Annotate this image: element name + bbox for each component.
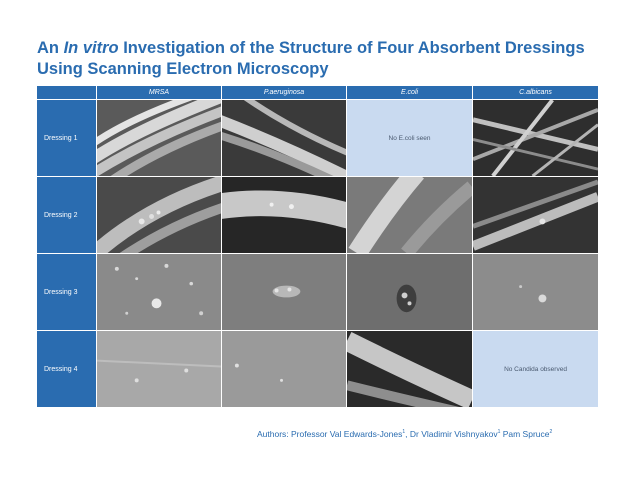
sem-image-d4-paeruginosa (222, 331, 347, 408)
note-no-candida: No Candida observed (473, 331, 599, 408)
row-label-dressing-1: Dressing 1 (37, 100, 97, 177)
authors-line: Authors: Professor Val Edwards-Jones1, D… (257, 429, 617, 439)
title-text-rest: Investigation of the Structure of Four A… (37, 39, 585, 78)
sem-image-d3-paeruginosa (222, 254, 347, 331)
author-1-affiliation: 1 (402, 429, 406, 436)
author-3: Pam Spruce (500, 429, 550, 439)
author-3-affiliation: 2 (549, 429, 553, 436)
title-text: An (37, 39, 64, 57)
note-no-ecoli: No E.coli seen (347, 100, 473, 177)
author-1: Authors: Professor Val Edwards-Jones (257, 429, 403, 439)
results-table: MRSA P.aeruginosa E.coli C.albicans Dres… (37, 86, 599, 408)
sem-image-d1-mrsa (97, 100, 222, 177)
sem-image-d3-calbicans (473, 254, 599, 331)
sem-image-d2-ecoli (347, 177, 473, 254)
sem-image-d1-paeruginosa (222, 100, 347, 177)
column-header-ecoli: E.coli (347, 86, 473, 100)
row-label-dressing-4: Dressing 4 (37, 331, 97, 408)
sem-image-d3-mrsa (97, 254, 222, 331)
title-italic-text: In vitro (63, 39, 119, 57)
author-2: , Dr Vladimir Vishnyakov (405, 429, 498, 439)
sem-image-d2-paeruginosa (222, 177, 347, 254)
column-header-calbicans: C.albicans (473, 86, 599, 100)
sem-image-d4-ecoli (347, 331, 473, 408)
page-title: An In vitro Investigation of the Structu… (37, 38, 627, 80)
row-label-dressing-3: Dressing 3 (37, 254, 97, 331)
sem-image-d2-mrsa (97, 177, 222, 254)
table-corner (37, 86, 97, 100)
sem-image-d2-calbicans (473, 177, 599, 254)
sem-image-d4-mrsa (97, 331, 222, 408)
sem-image-d1-calbicans (473, 100, 599, 177)
sem-image-d3-ecoli (347, 254, 473, 331)
author-2-affiliation: 1 (497, 429, 501, 436)
column-header-mrsa: MRSA (97, 86, 222, 100)
row-label-dressing-2: Dressing 2 (37, 177, 97, 254)
column-header-paeruginosa: P.aeruginosa (222, 86, 347, 100)
